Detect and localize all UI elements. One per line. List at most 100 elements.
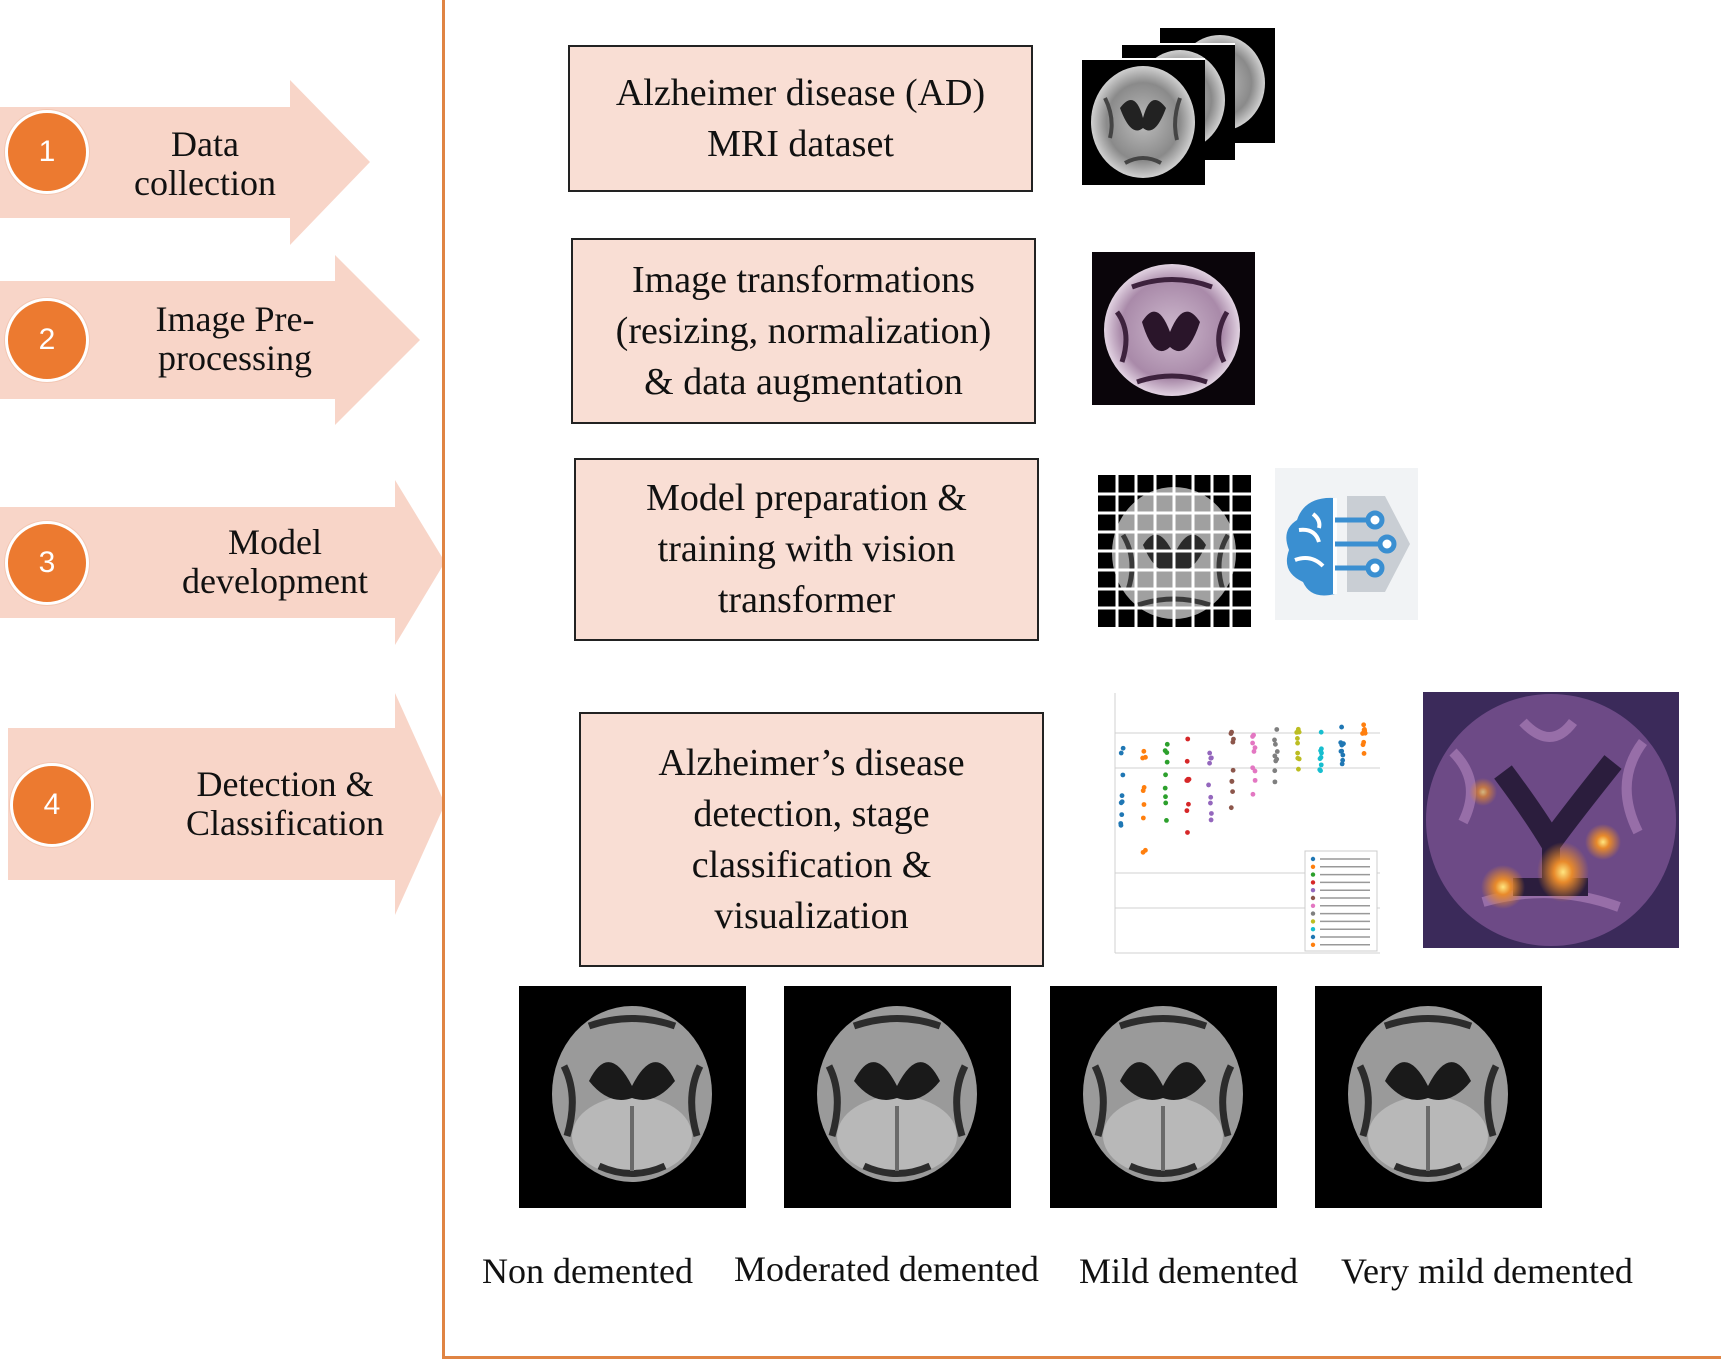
scatter-point: [1295, 740, 1300, 746]
step-label: Image Pre-processing: [155, 299, 315, 378]
scatter-point: [1252, 745, 1258, 751]
brain-network-icon: [1275, 468, 1418, 620]
scatter-point: [1318, 755, 1324, 760]
class-label-non-demented: Non demented: [482, 1251, 693, 1291]
scatter-point: [1361, 739, 1367, 745]
step-number-badge: 2: [5, 298, 89, 382]
scatter-point: [1143, 754, 1148, 760]
scatter-point: [1228, 731, 1234, 736]
step-label: Detection &Classification: [186, 764, 384, 843]
attention-distance-scatter: [1080, 673, 1385, 968]
scatter-point: [1164, 741, 1170, 747]
scatter-point: [1295, 726, 1301, 732]
scatter-point: [1340, 757, 1346, 763]
step-4: 4 Detection &Classification: [0, 693, 445, 915]
scatter-point: [1296, 766, 1301, 772]
scatter-point: [1295, 750, 1301, 756]
scatter-point: [1228, 805, 1234, 811]
scatter-point: [1120, 745, 1126, 751]
mri-very-mild-demented: [1315, 986, 1542, 1208]
brain-patch-grid: [1098, 475, 1251, 627]
step-arrow: [0, 80, 370, 245]
scatter-point: [1185, 736, 1191, 742]
scatter-point: [1118, 822, 1124, 828]
scatter-point: [1185, 830, 1190, 835]
legend-marker: [1310, 911, 1316, 916]
scatter-point: [1206, 782, 1211, 788]
scatter-point: [1164, 759, 1170, 765]
scatter-point: [1272, 737, 1277, 743]
legend-marker: [1310, 864, 1316, 869]
legend-marker: [1310, 919, 1316, 924]
scatter-point: [1230, 789, 1235, 795]
attention-heatmap: [1423, 692, 1679, 948]
pipeline-frame: [442, 0, 1721, 1359]
scatter-point: [1140, 815, 1146, 821]
scatter-point: [1317, 767, 1323, 773]
scatter-point: [1361, 722, 1367, 728]
scatter-point: [1340, 752, 1346, 758]
scatter-point: [1230, 739, 1236, 745]
legend-marker: [1310, 872, 1316, 877]
scatter-point: [1274, 727, 1280, 732]
legend-marker: [1310, 942, 1316, 947]
legend-marker: [1310, 903, 1316, 908]
step-number-badge: 3: [5, 521, 89, 605]
scatter-point: [1361, 751, 1367, 756]
brain-mri-stack: [1080, 28, 1275, 185]
scatter-point: [1229, 779, 1235, 784]
scatter-point: [1184, 758, 1190, 764]
scatter-point: [1163, 800, 1169, 806]
scatter-point: [1318, 729, 1324, 735]
box-dataset: Alzheimer disease (AD)MRI dataset: [568, 45, 1033, 192]
scatter-point: [1184, 808, 1190, 814]
scatter-point: [1295, 736, 1300, 741]
scatter-point: [1140, 788, 1146, 794]
brain-mri-augmented: [1092, 252, 1255, 405]
class-label-mild-demented: Mild demented: [1079, 1251, 1298, 1291]
scatter-point: [1272, 741, 1278, 747]
scatter-point: [1250, 740, 1256, 746]
scatter-point: [1251, 749, 1257, 754]
scatter-point: [1162, 748, 1168, 754]
scatter-point: [1208, 755, 1214, 761]
scatter-point: [1251, 732, 1256, 738]
legend-marker: [1310, 934, 1316, 940]
scatter-point: [1250, 765, 1256, 771]
scatter-point: [1185, 778, 1191, 783]
scatter-point: [1119, 812, 1125, 818]
legend-marker: [1310, 888, 1316, 893]
class-label-moderated-demented: Moderated demented: [734, 1249, 1039, 1289]
scatter-point: [1341, 741, 1346, 747]
scatter-point: [1272, 779, 1278, 785]
scatter-point: [1207, 750, 1213, 756]
scatter-point: [1162, 785, 1168, 791]
scatter-point: [1120, 772, 1126, 778]
step-number-badge: 4: [10, 763, 94, 847]
scatter-point: [1274, 756, 1280, 762]
scatter-point: [1295, 755, 1301, 761]
scatter-point: [1208, 800, 1213, 806]
step-number-badge: 1: [5, 110, 89, 194]
mri-moderated-demented: [784, 986, 1011, 1208]
scatter-point: [1141, 748, 1147, 754]
scatter-point: [1338, 748, 1344, 754]
scatter-point: [1274, 749, 1280, 754]
scatter-point: [1140, 849, 1146, 855]
scatter-point: [1164, 817, 1169, 823]
scatter-point: [1207, 760, 1212, 766]
legend-marker: [1310, 927, 1316, 932]
mri-non-demented: [519, 986, 746, 1208]
scatter-point: [1163, 794, 1168, 800]
scatter-point: [1118, 750, 1124, 756]
scatter-point: [1339, 724, 1345, 730]
step-arrow: [8, 693, 445, 915]
scatter-point: [1186, 801, 1191, 807]
scatter-point: [1230, 767, 1236, 773]
legend-marker: [1310, 880, 1316, 885]
